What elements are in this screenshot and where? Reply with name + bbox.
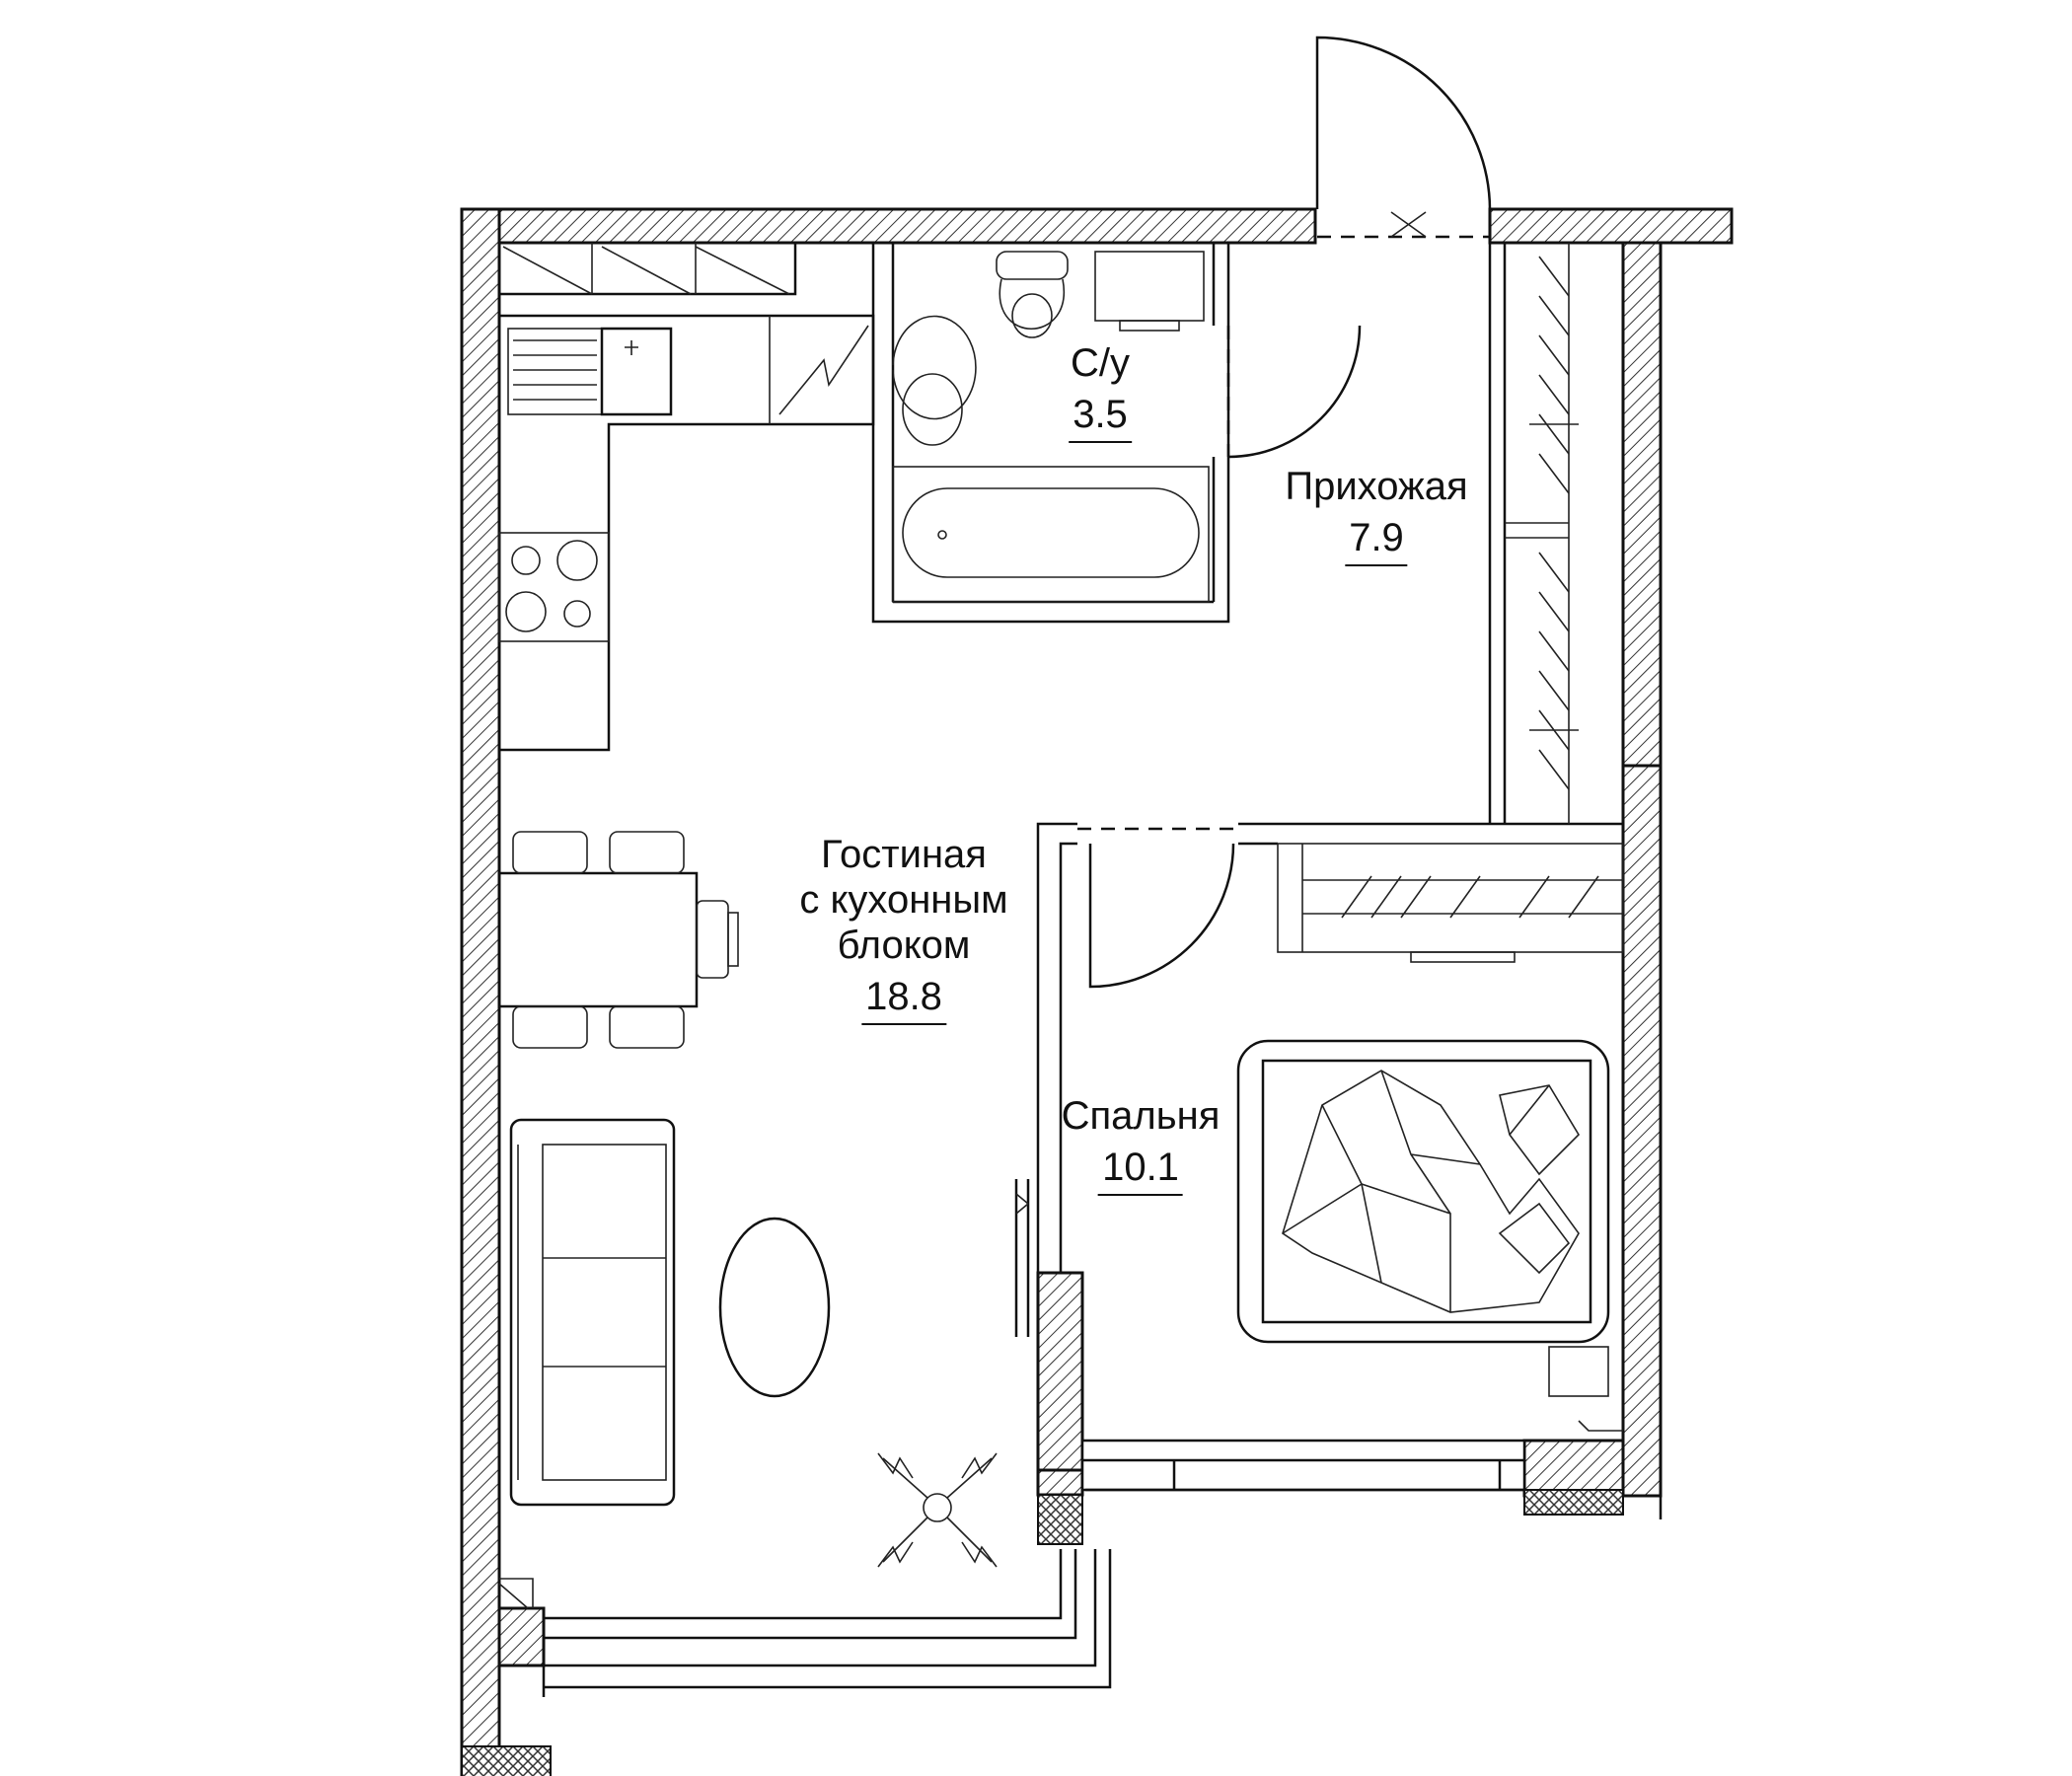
room-area: 3.5 [1069, 390, 1132, 443]
kitchen-unit [497, 241, 875, 752]
entrance-door[interactable] [1315, 36, 1492, 210]
doors [1014, 36, 1492, 1337]
room-label-bathroom: С/у 3.5 [1069, 340, 1132, 443]
bedroom-wardrobe [1277, 843, 1624, 963]
room-label-hallway: Прихожая 7.9 [1285, 464, 1468, 566]
coffee-table [718, 1217, 831, 1398]
hallway-wardrobe [1505, 243, 1579, 824]
cooktop [498, 532, 610, 642]
room-label-bedroom: Спальня 10.1 [1061, 1093, 1221, 1196]
windows [498, 1439, 1526, 1697]
sink [507, 327, 673, 416]
plant-icon [877, 1452, 998, 1568]
dining-table [497, 831, 739, 1049]
exterior-walls [460, 207, 1734, 1776]
bathroom-door[interactable] [1226, 325, 1362, 459]
toilet [996, 251, 1069, 338]
sofa [509, 1118, 676, 1507]
room-area: 7.9 [1345, 513, 1408, 566]
bedroom-door[interactable] [1088, 843, 1235, 989]
room-name-line-1: Гостиная [821, 833, 987, 876]
room-name-line-3: блоком [837, 924, 971, 967]
room-label-living: Гостиная с кухонным блоком 18.8 [799, 832, 1008, 1025]
bathtub [892, 466, 1210, 603]
interior-walls [871, 243, 1623, 1273]
room-area: 18.8 [861, 972, 946, 1025]
room-name: Прихожая [1285, 465, 1468, 508]
bathroom-fixtures [892, 251, 1210, 603]
room-name: С/у [1070, 341, 1130, 385]
bed [1236, 1039, 1610, 1344]
room-name-line-2: с кухонным [799, 878, 1008, 922]
room-area: 10.1 [1098, 1143, 1183, 1196]
washbasin [892, 315, 977, 446]
room-name: Спальня [1061, 1094, 1221, 1138]
